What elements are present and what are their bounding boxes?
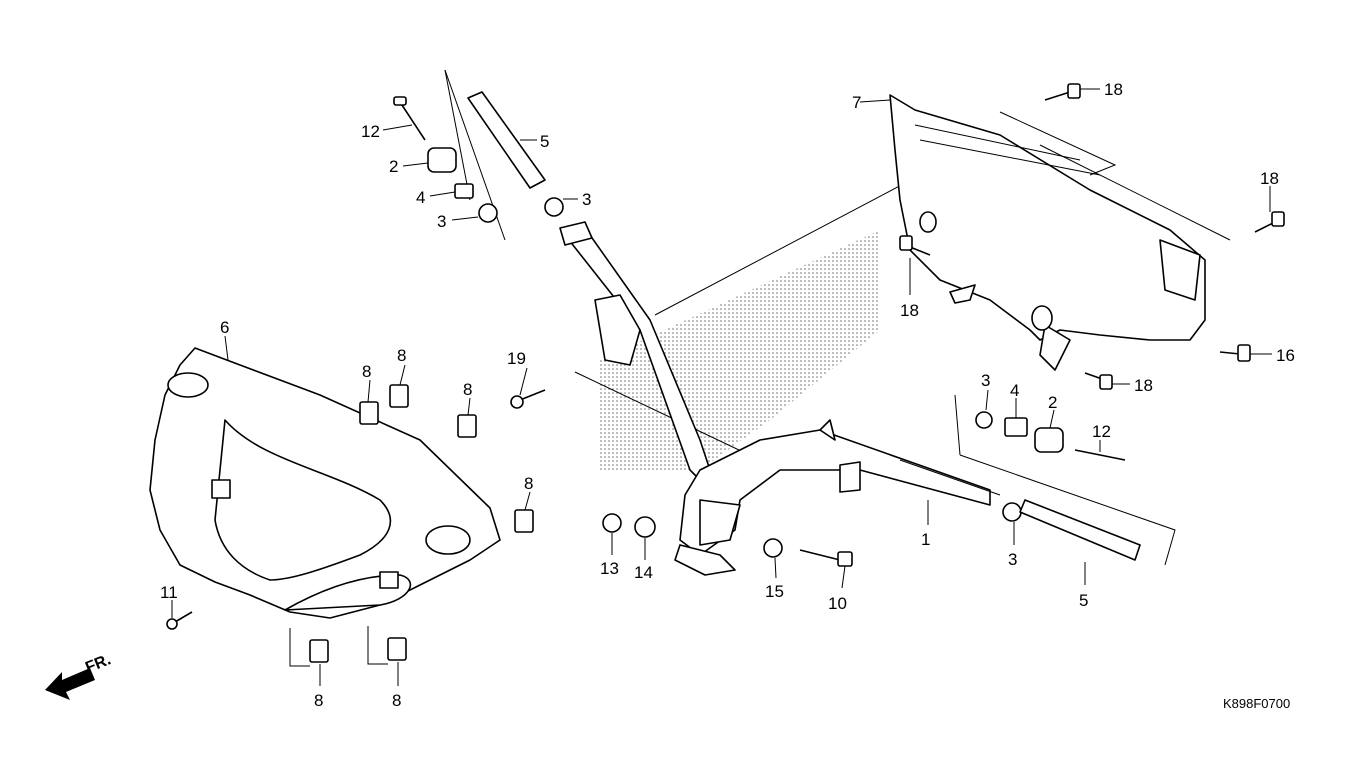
callout-16: 16 [1276,346,1295,365]
front-handlebar-cover [149,347,501,619]
callout-8: 8 [314,691,323,710]
callout-7: 7 [852,93,861,112]
callout-14: 14 [634,563,653,582]
front-direction-indicator: FR. [45,651,113,700]
callout-5: 5 [1079,591,1088,610]
rear-handlebar-cover [889,94,1206,371]
clip-icon [309,639,329,663]
callout-3: 3 [1008,550,1017,569]
callout-18: 18 [1134,376,1153,395]
callout-labels: 12 2 4 3 5 3 6 7 18 18 18 16 18 19 8 8 8… [160,80,1295,710]
callout-4: 4 [1010,381,1019,400]
callout-6: 6 [220,318,229,337]
clip-icon [389,384,409,408]
callout-13: 13 [600,559,619,578]
drawing-code: K898F0700 [1223,696,1290,711]
callout-3: 3 [981,371,990,390]
callout-3: 3 [437,212,446,231]
callout-10: 10 [828,594,847,613]
callout-8: 8 [392,691,401,710]
handlebar-frame [559,221,991,576]
callout-1: 1 [921,530,930,549]
callout-12: 12 [361,122,380,141]
callout-3: 3 [582,190,591,209]
callout-11: 11 [160,583,178,602]
front-label: FR. [83,651,113,676]
clip-8-group [309,384,534,663]
leader-lines [171,88,1272,686]
callout-19: 19 [507,349,526,368]
callout-8: 8 [463,380,472,399]
callout-18: 18 [1260,169,1279,188]
callout-8: 8 [397,346,406,365]
callout-8: 8 [524,474,533,493]
clip-icon [359,401,379,425]
clip-icon [457,414,477,438]
callout-2: 2 [389,157,398,176]
front-arrow-icon [45,668,95,700]
callout-18: 18 [1104,80,1123,99]
callout-4: 4 [416,188,425,207]
clip-icon [387,637,407,661]
callout-18: 18 [900,301,919,320]
callout-5: 5 [540,132,549,151]
callout-15: 15 [765,582,784,601]
reference-lines [444,69,1231,566]
callout-8: 8 [362,362,371,381]
hardware [166,83,1285,630]
callout-12: 12 [1092,422,1111,441]
callout-2: 2 [1048,393,1057,412]
dotted-projection [600,230,880,470]
clip-icon [514,509,534,533]
